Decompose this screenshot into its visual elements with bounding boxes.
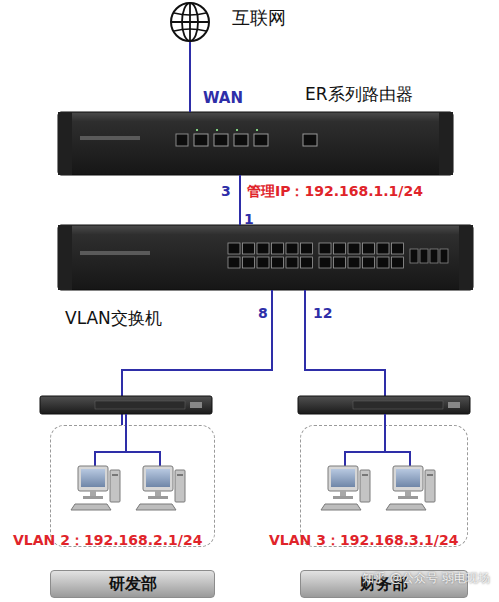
pc-wires-part — [345, 452, 410, 466]
router-device-shape-part — [216, 129, 218, 131]
access-switch — [40, 396, 212, 414]
vlan-group: VLAN 3：192.168.3.1/24 — [300, 425, 468, 547]
vlan-switch-shape-part — [334, 243, 346, 254]
vlan-switch: VLAN交换机 — [58, 225, 473, 290]
vlan-switch-shape-part — [392, 257, 404, 268]
router-device-shape-part — [439, 112, 453, 175]
department-name: 研发部 — [109, 575, 157, 593]
department-band: 财务部 — [300, 570, 468, 598]
router-device-shape — [58, 112, 453, 175]
vlan-switch-shape-part — [243, 243, 255, 254]
pc-icon — [386, 466, 435, 510]
router-device-shape-part — [80, 136, 140, 140]
vlan-switch-shape-part — [301, 257, 313, 268]
vlan-switch-shape-part — [377, 243, 389, 254]
node-heading: 互联网 — [232, 8, 286, 29]
vlan-switch-shape-part — [420, 249, 428, 263]
vlan-switch-shape-part — [392, 243, 404, 254]
port-number: 12 — [313, 305, 332, 321]
router-device-shape-part — [194, 134, 208, 146]
internet-globe-shape-part — [174, 13, 206, 15]
department-band: 研发部 — [50, 570, 215, 598]
router-device-shape-part — [236, 129, 238, 131]
access-switch-part — [190, 402, 202, 408]
pc-icon — [321, 466, 370, 510]
router-device-shape-part — [214, 134, 228, 146]
access-switch-part — [95, 401, 185, 409]
vlan-switch-shape-part — [430, 249, 438, 263]
port-number: 8 — [258, 305, 268, 321]
vlan-group: VLAN 2：192.168.2.1/24 — [50, 425, 215, 547]
vlan-switch-shape-part — [410, 249, 418, 263]
vlan-switch-shape-part — [257, 257, 269, 268]
vlan-switch-shape-part — [58, 225, 473, 290]
pc-wires-part — [95, 452, 160, 466]
vlan-address: VLAN 2：192.168.2.1/24 — [13, 532, 202, 548]
vlan-switch-shape-part — [348, 243, 360, 254]
vlan-switch-shape-part — [228, 257, 240, 268]
vlan-address: VLAN 3：192.168.3.1/24 — [269, 532, 458, 548]
access-switch-part — [40, 396, 212, 414]
pc-icon — [71, 466, 120, 510]
router-device-shape-part — [256, 129, 258, 131]
network-link — [305, 290, 385, 425]
router-device-shape-part — [196, 129, 198, 131]
access-switch-part — [448, 402, 460, 408]
port-number: 3 — [221, 183, 231, 199]
access-switch-part — [298, 396, 470, 414]
vlan-switch-shape-part — [286, 257, 298, 268]
router-device-shape-part — [234, 134, 248, 146]
department-name: 财务部 — [360, 575, 408, 593]
vlan-switch-shape-part — [363, 257, 375, 268]
network-link — [239, 175, 241, 225]
pc-wires — [95, 414, 160, 466]
internet-globe-shape-part — [171, 3, 209, 41]
access-switch-part — [353, 401, 443, 409]
vlan-switch-shape-part — [319, 257, 331, 268]
pc-wires-part — [384, 414, 386, 452]
vlan-switch-shape-part — [334, 257, 346, 268]
link-label: WAN — [203, 90, 243, 107]
vlan-switch-shape-part — [377, 257, 389, 268]
vlan-switch-shape-part — [243, 257, 255, 268]
access-switch — [298, 396, 470, 414]
router-device-shape-part — [176, 134, 188, 146]
pc-wires — [345, 414, 410, 466]
pc-icon — [136, 466, 185, 510]
pc-wires-part — [125, 414, 127, 452]
management-ip: 管理IP：192.168.1.1/24 — [247, 183, 423, 199]
vlan-switch-shape-part — [228, 243, 240, 254]
vlan-switch-shape-part — [272, 257, 284, 268]
router-device-shape-part — [58, 112, 72, 175]
router-device-shape-part — [254, 134, 268, 146]
network-link — [189, 42, 191, 112]
vlan-switch-shape-part — [459, 225, 473, 290]
internet-globe-shape-part — [171, 21, 209, 23]
router-device: ER系列路由器 — [58, 112, 453, 175]
router-device-shape-part — [58, 112, 453, 175]
internet-globe-shape-part — [174, 29, 206, 31]
vlan-switch-shape-part — [363, 243, 375, 254]
vlan-switch-shape-part — [319, 243, 331, 254]
network-link — [122, 290, 272, 425]
vlan-switch-shape — [58, 225, 473, 290]
vlan-switch-shape-part — [286, 243, 298, 254]
internet-globe: 互联网 — [170, 2, 210, 42]
node-heading: ER系列路由器 — [305, 85, 413, 105]
internet-globe-shape — [170, 2, 210, 42]
router-device-shape-part — [303, 134, 317, 146]
vlan-switch-shape-part — [272, 243, 284, 254]
vlan-switch-shape-part — [257, 243, 269, 254]
vlan-switch-shape-part — [58, 225, 72, 290]
vlan-switch-shape-part — [440, 249, 448, 263]
node-heading: VLAN交换机 — [65, 309, 162, 329]
vlan-switch-shape-part — [301, 243, 313, 254]
vlan-switch-shape-part — [80, 251, 150, 255]
vlan-switch-shape-part — [348, 257, 360, 268]
